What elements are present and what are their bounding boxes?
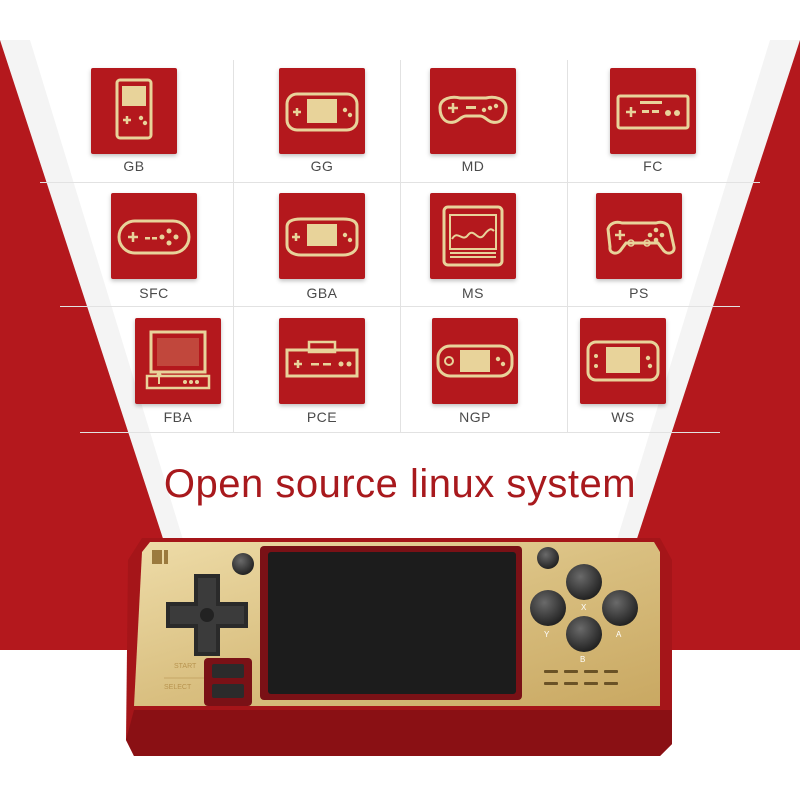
system-tile-ngp: [432, 318, 518, 404]
neogeo-pocket-icon: [436, 344, 514, 378]
system-label: GG: [310, 158, 334, 174]
menu-button-right: [537, 547, 559, 569]
system-label: SFC: [139, 285, 169, 301]
svg-text:A: A: [616, 630, 622, 639]
screen: [268, 552, 516, 694]
system-tile-gba: [279, 193, 365, 279]
system-tile-gb: [91, 68, 177, 154]
menu-button-left: [232, 553, 254, 575]
system-label: FBA: [163, 409, 193, 425]
select-label: SELECT: [164, 684, 192, 691]
snes-controller-icon: [117, 219, 191, 255]
system-label: WS: [611, 409, 635, 425]
grid-line: [233, 60, 234, 432]
svg-text:Y: Y: [544, 630, 550, 639]
gameboy-advance-icon: [285, 217, 359, 257]
gamegear-icon: [285, 92, 359, 132]
headline: Open source linux system: [163, 462, 637, 506]
system-tile-ps: [596, 193, 682, 279]
system-tile-ms: [430, 193, 516, 279]
system-tile-md: [430, 68, 516, 154]
system-label: PS: [629, 285, 649, 301]
system-label: MD: [461, 158, 485, 174]
grid-line: [567, 60, 568, 432]
system-tile-pce: [279, 318, 365, 404]
a-button: [602, 590, 638, 626]
famicom-controller-icon: [616, 94, 690, 130]
wonderswan-icon: [586, 340, 660, 382]
system-tile-sfc: [111, 193, 197, 279]
gameboy-icon: [115, 78, 153, 140]
system-label: GBA: [306, 285, 338, 301]
svg-text:B: B: [580, 655, 585, 664]
pc-engine-icon: [285, 340, 359, 378]
b-button: [566, 616, 602, 652]
handheld-console: X Y A B START SELECT: [126, 538, 672, 756]
playstation-controller-icon: [606, 220, 676, 255]
start-button: [212, 664, 244, 678]
select-button: [212, 684, 244, 698]
speaker-grille: [544, 670, 618, 685]
megadrive-controller-icon: [438, 95, 508, 124]
system-label: FC: [643, 158, 663, 174]
system-tile-gg: [279, 68, 365, 154]
system-label: MS: [462, 285, 484, 301]
y-button: [530, 590, 566, 626]
start-label: START: [174, 663, 197, 670]
system-tile-fba: [135, 318, 221, 404]
system-label: NGP: [459, 409, 491, 425]
system-label: GB: [123, 158, 145, 174]
system-label: PCE: [306, 409, 338, 425]
system-tile-ws: [580, 318, 666, 404]
grid-line: [80, 432, 720, 433]
dpad: [166, 574, 248, 656]
arcade-cabinet-icon: [145, 330, 211, 390]
master-system-icon: [442, 205, 504, 267]
grid-line: [400, 60, 401, 432]
x-button: [566, 564, 602, 600]
svg-text:X: X: [581, 603, 587, 612]
system-tile-fc: [610, 68, 696, 154]
